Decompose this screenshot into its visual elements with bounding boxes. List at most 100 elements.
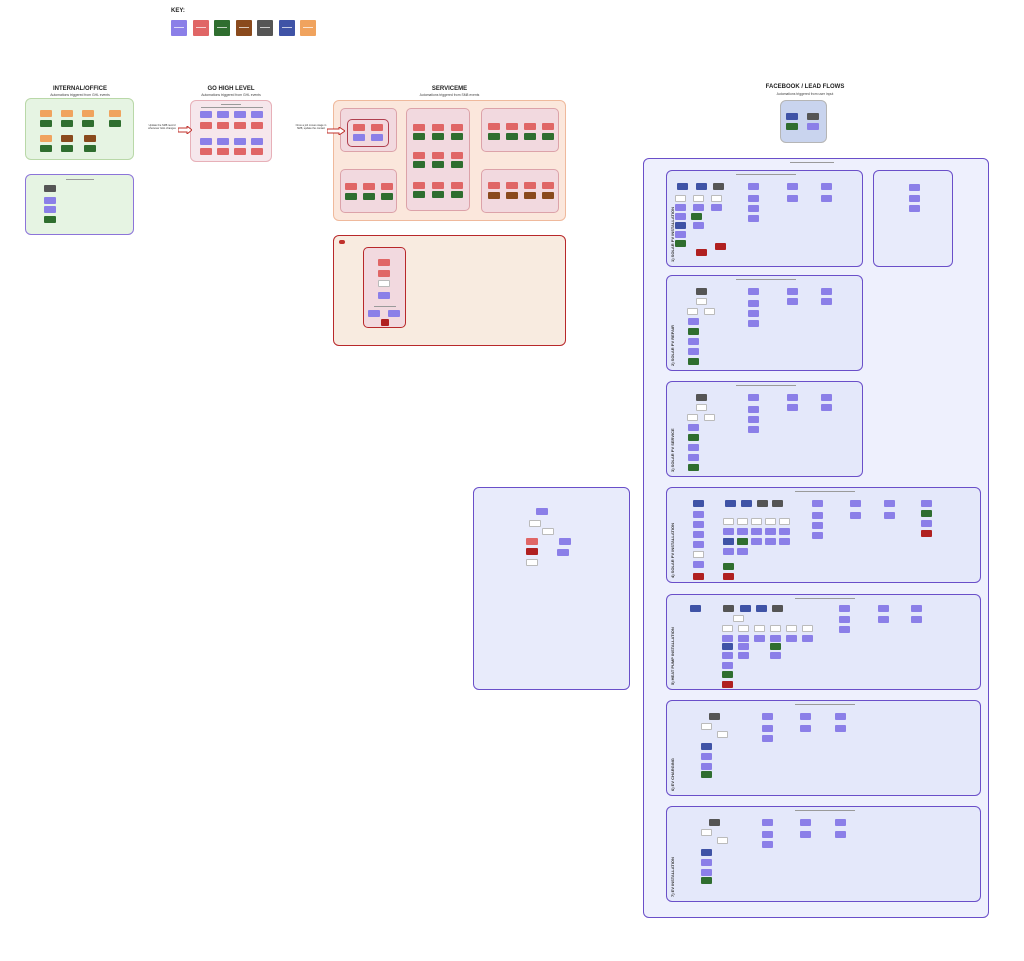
flow-node[interactable] xyxy=(748,183,759,190)
flow-node[interactable] xyxy=(722,652,733,659)
flow-node[interactable] xyxy=(839,626,850,633)
flow-node[interactable] xyxy=(696,288,707,295)
flow-node[interactable] xyxy=(701,743,712,750)
flow-node[interactable] xyxy=(696,298,707,305)
flow-node[interactable] xyxy=(748,310,759,317)
flow-node[interactable] xyxy=(748,215,759,222)
flow-node[interactable] xyxy=(802,625,813,632)
flow-node[interactable] xyxy=(821,288,832,295)
flow-node[interactable] xyxy=(835,725,846,732)
flow-node[interactable] xyxy=(812,500,823,507)
flow-node[interactable] xyxy=(722,635,733,642)
flow-node[interactable] xyxy=(762,713,773,720)
lead-flow-panel[interactable]: 1) SOLAR PV INSTALLATION xyxy=(666,170,863,267)
flow-node[interactable] xyxy=(748,205,759,212)
flow-node[interactable] xyxy=(693,511,704,518)
flow-node[interactable] xyxy=(921,520,932,527)
flow-node[interactable] xyxy=(687,414,698,421)
flow-node[interactable] xyxy=(770,635,781,642)
flow-node[interactable] xyxy=(738,643,749,650)
flow-node[interactable] xyxy=(693,500,704,507)
flow-node[interactable] xyxy=(741,500,752,507)
flow-node[interactable] xyxy=(765,538,776,545)
flow-node[interactable] xyxy=(722,625,733,632)
flow-node[interactable] xyxy=(762,725,773,732)
flow-node[interactable] xyxy=(835,819,846,826)
flow-node[interactable] xyxy=(704,308,715,315)
flow-node[interactable] xyxy=(787,394,798,401)
flow-node[interactable] xyxy=(722,671,733,678)
flow-node[interactable] xyxy=(688,348,699,355)
sm-sub-4[interactable] xyxy=(340,169,397,213)
sm-sub-3[interactable] xyxy=(481,108,559,152)
flow-node[interactable] xyxy=(740,605,751,612)
flow-node[interactable] xyxy=(800,725,811,732)
flow-node[interactable] xyxy=(733,615,744,622)
flow-node[interactable] xyxy=(835,713,846,720)
flow-node[interactable] xyxy=(800,831,811,838)
flow-node[interactable] xyxy=(701,763,712,770)
flow-node[interactable] xyxy=(748,406,759,413)
flow-node[interactable] xyxy=(738,635,749,642)
flow-node[interactable] xyxy=(762,831,773,838)
flow-node[interactable] xyxy=(688,338,699,345)
flow-node[interactable] xyxy=(751,538,762,545)
flow-node[interactable] xyxy=(693,204,704,211)
flow-node[interactable] xyxy=(688,328,699,335)
flow-node[interactable] xyxy=(802,635,813,642)
flow-node[interactable] xyxy=(723,563,734,570)
flow-node[interactable] xyxy=(878,605,889,612)
flow-node[interactable] xyxy=(688,318,699,325)
flow-node[interactable] xyxy=(675,195,686,202)
lead-distribution-panel[interactable] xyxy=(473,487,630,690)
flow-node[interactable] xyxy=(688,454,699,461)
flow-node[interactable] xyxy=(770,652,781,659)
flow-node[interactable] xyxy=(711,195,722,202)
flow-node[interactable] xyxy=(821,195,832,202)
flow-node[interactable] xyxy=(762,819,773,826)
flow-node[interactable] xyxy=(722,643,733,650)
lead-flow-panel[interactable]: 4) SOLAR PV INSTALLATION xyxy=(666,487,981,583)
flow-node[interactable] xyxy=(748,288,759,295)
flow-node[interactable] xyxy=(701,723,712,730)
flow-node[interactable] xyxy=(878,616,889,623)
flow-node[interactable] xyxy=(723,538,734,545)
flow-node[interactable] xyxy=(757,500,768,507)
flow-node[interactable] xyxy=(911,605,922,612)
flow-node[interactable] xyxy=(762,735,773,742)
flow-node[interactable] xyxy=(821,394,832,401)
flow-node[interactable] xyxy=(696,394,707,401)
flow-node[interactable] xyxy=(737,548,748,555)
lead-flow-panel[interactable]: 5) HEAT PUMP INSTALLATION xyxy=(666,594,981,690)
flow-node[interactable] xyxy=(748,195,759,202)
flow-node[interactable] xyxy=(839,616,850,623)
flow-node[interactable] xyxy=(677,183,688,190)
flow-node[interactable] xyxy=(691,213,702,220)
sm-sub-2[interactable] xyxy=(406,108,470,211)
flow-node[interactable] xyxy=(748,416,759,423)
sm-sub-5[interactable] xyxy=(481,169,559,213)
flow-node[interactable] xyxy=(748,426,759,433)
flow-node[interactable] xyxy=(693,561,704,568)
flow-node[interactable] xyxy=(787,404,798,411)
flow-node[interactable] xyxy=(762,841,773,848)
flow-node[interactable] xyxy=(737,518,748,525)
flow-node[interactable] xyxy=(921,510,932,517)
flow-node[interactable] xyxy=(722,662,733,669)
flow-node[interactable] xyxy=(754,625,765,632)
flow-node[interactable] xyxy=(701,859,712,866)
flow-node[interactable] xyxy=(701,849,712,856)
flow-node[interactable] xyxy=(723,518,734,525)
flow-node[interactable] xyxy=(911,616,922,623)
lead-flow-panel[interactable]: 6) EV CHARGING xyxy=(666,700,981,796)
flow-node[interactable] xyxy=(693,195,704,202)
flow-node[interactable] xyxy=(709,713,720,720)
flow-node[interactable] xyxy=(812,512,823,519)
flow-node[interactable] xyxy=(786,625,797,632)
flow-node[interactable] xyxy=(717,731,728,738)
flow-node[interactable] xyxy=(765,518,776,525)
flow-node[interactable] xyxy=(921,530,932,537)
flow-node[interactable] xyxy=(696,249,707,256)
flow-node[interactable] xyxy=(723,605,734,612)
flow-node[interactable] xyxy=(850,512,861,519)
